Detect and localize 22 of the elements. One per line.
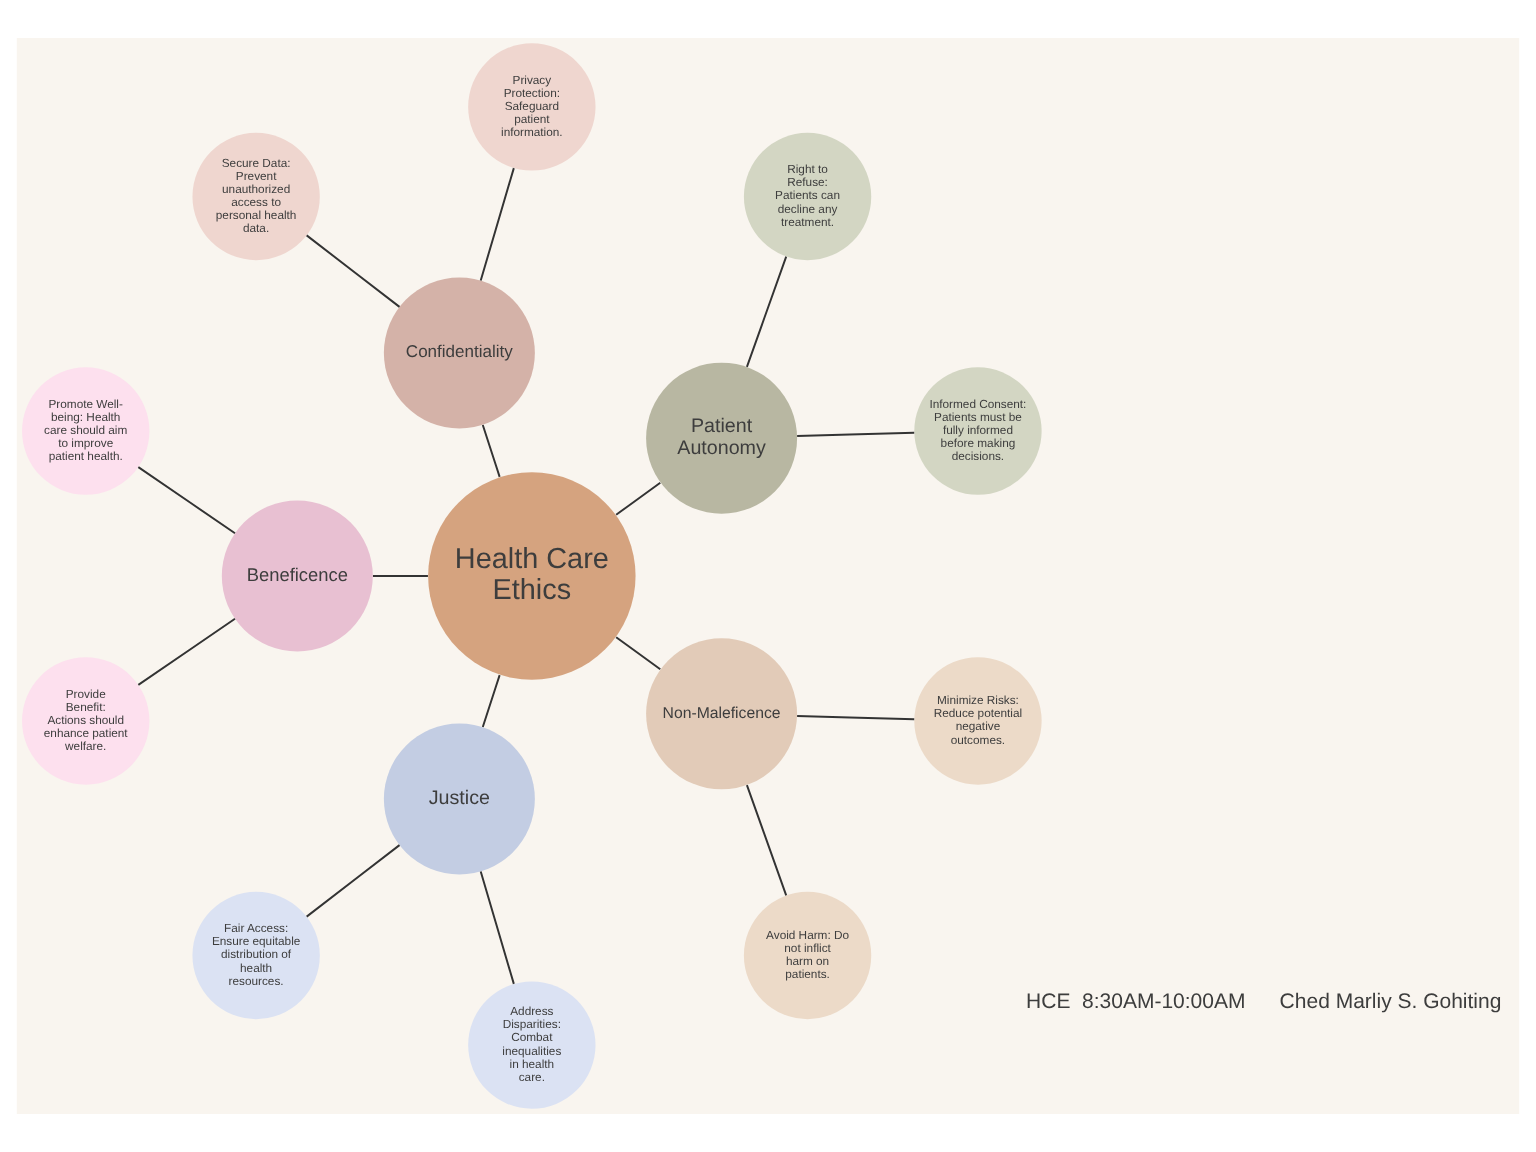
- label: HCE 8:30AM-10:00AM: [1026, 989, 1246, 1014]
- node-circle: Patient Autonomy: [646, 362, 798, 514]
- connector: [615, 481, 662, 516]
- connector: [796, 714, 916, 721]
- connector: [137, 617, 236, 686]
- node-circle: Health Care Ethics: [428, 472, 636, 680]
- connector: [137, 466, 236, 535]
- connector: [615, 636, 662, 671]
- connector: [745, 784, 788, 897]
- connector: [479, 167, 515, 282]
- node-circle: Beneficence: [221, 500, 373, 652]
- connector: [372, 575, 429, 577]
- connector: [745, 255, 788, 368]
- connector: [305, 844, 401, 918]
- connector: [481, 674, 501, 728]
- connector: [481, 424, 501, 478]
- node-circle: Confidentiality: [383, 277, 535, 429]
- connector: [479, 870, 515, 985]
- connector: [305, 234, 401, 308]
- connector: [796, 431, 916, 438]
- label: Ched Marliy S. Gohiting: [1279, 989, 1502, 1014]
- node-circle: Justice: [383, 723, 535, 875]
